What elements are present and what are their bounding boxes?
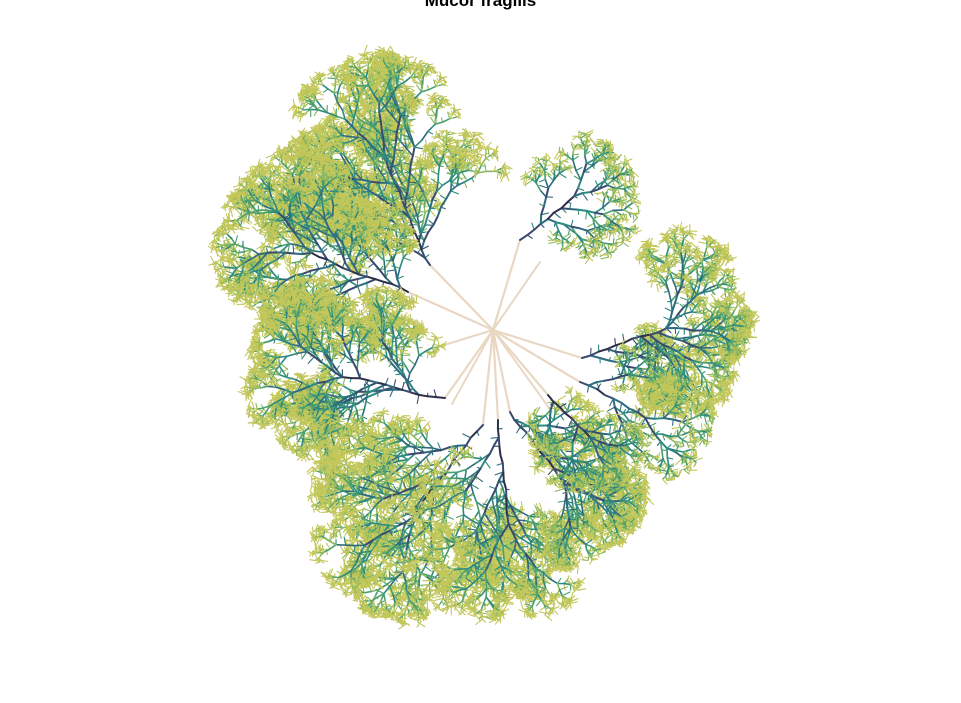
branch-segment [486, 150, 487, 154]
twig [421, 200, 427, 201]
branch-segment [424, 232, 428, 241]
twig [362, 267, 369, 268]
twig [450, 158, 456, 159]
twig [485, 164, 486, 172]
twig [364, 260, 365, 266]
branch-segment [425, 258, 430, 265]
twig [450, 132, 457, 134]
trunk-line [493, 240, 520, 330]
twig [497, 172, 498, 178]
trunk-line [445, 330, 493, 398]
branch-lines [209, 45, 760, 629]
trunk-line [430, 265, 493, 330]
twig [464, 182, 466, 188]
branch-segment [428, 208, 431, 216]
branch-segment [433, 145, 434, 147]
branch-segment [437, 206, 440, 207]
branch-segment [420, 169, 421, 173]
trunk-line [493, 330, 580, 382]
branch-segment [446, 191, 451, 199]
twig [451, 191, 459, 194]
twig [358, 167, 359, 174]
trunk-line [493, 330, 582, 358]
twig [436, 131, 437, 137]
trunk-line [493, 262, 540, 330]
twig [474, 157, 475, 161]
branch-segment [425, 217, 427, 225]
branch-segment [424, 207, 425, 212]
twig [434, 197, 439, 200]
branch-segment [421, 170, 422, 177]
twig [463, 158, 464, 163]
branch-segment [445, 144, 446, 146]
twig [447, 161, 448, 164]
branch-segment [348, 262, 350, 263]
branch-segment [468, 145, 473, 146]
branch-segment [494, 171, 498, 172]
twig [458, 178, 465, 179]
twig [482, 142, 484, 145]
branch-segment [442, 181, 449, 186]
twig [435, 204, 442, 205]
twig [488, 149, 489, 156]
branch-segment [438, 166, 439, 175]
branch-segment [434, 216, 438, 224]
branch-segment [423, 212, 425, 222]
twig [474, 132, 481, 133]
twig [431, 190, 432, 197]
